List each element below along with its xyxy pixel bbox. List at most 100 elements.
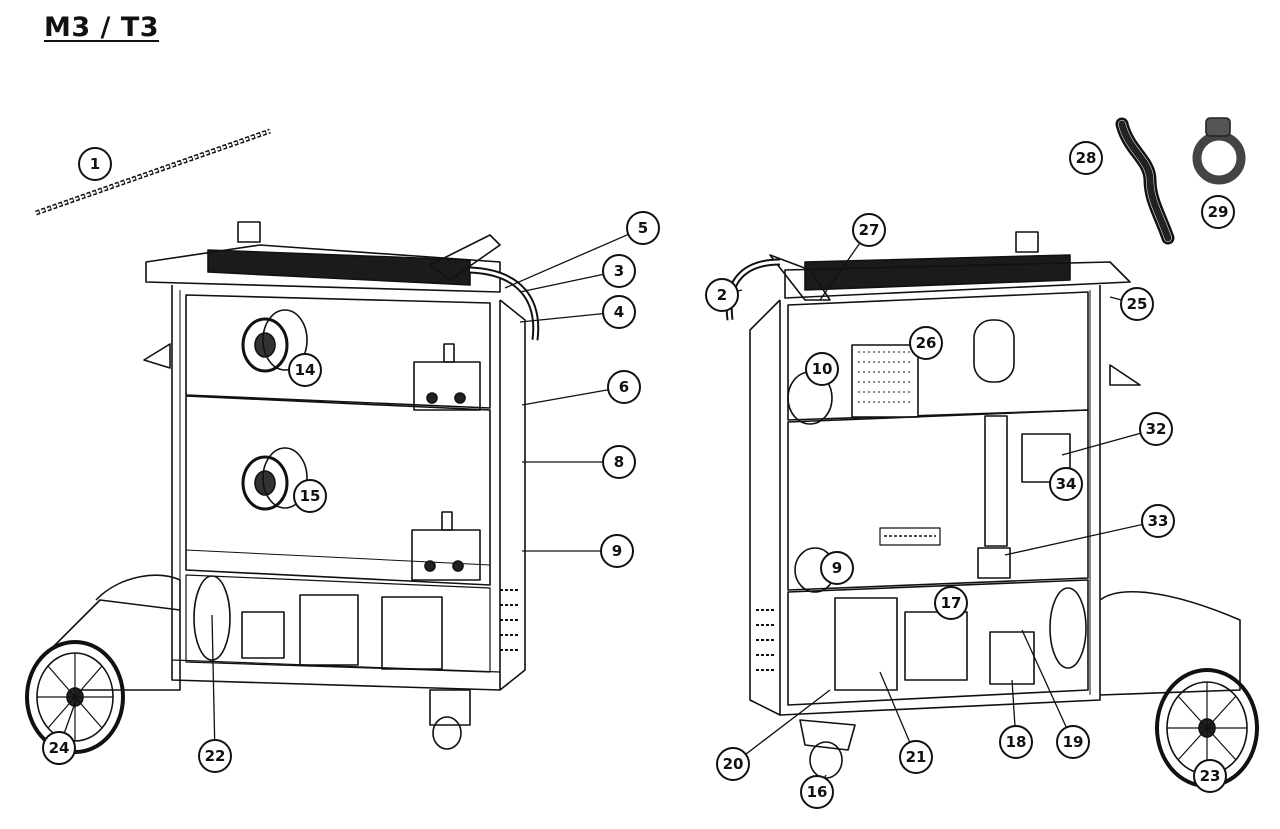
- callout-14: 14: [288, 353, 322, 387]
- callout-circle: [607, 370, 641, 404]
- callout-label: 19: [1063, 733, 1084, 751]
- callout-circle: [800, 775, 834, 809]
- callout-4: 4: [602, 295, 636, 329]
- callout-label: 4: [614, 303, 624, 321]
- callout-circle: [1201, 195, 1235, 229]
- callout-circle: [1141, 504, 1175, 538]
- callout-circle: [78, 147, 112, 181]
- callout-circle: [198, 739, 232, 773]
- callout-label: 9: [612, 542, 622, 560]
- callout-circle: [899, 740, 933, 774]
- callout-circle: [1139, 412, 1173, 446]
- callout-circle: [602, 445, 636, 479]
- callout-20: 20: [716, 747, 750, 781]
- callout-circle: [1120, 287, 1154, 321]
- callout-circle: [1056, 725, 1090, 759]
- callout-9: 9: [600, 534, 634, 568]
- callout-17: 17: [934, 586, 968, 620]
- callout-29: 29: [1201, 195, 1235, 229]
- callout-label: 8: [614, 453, 624, 471]
- callout-label: 28: [1076, 149, 1097, 167]
- chain-part: [35, 128, 271, 216]
- callout-1: 1: [78, 147, 112, 181]
- callout-label: 34: [1056, 475, 1077, 493]
- callout-27: 27: [852, 213, 886, 247]
- leader-line-5: [504, 227, 644, 289]
- callout-label: 26: [916, 334, 937, 352]
- callout-33: 33: [1141, 504, 1175, 538]
- callout-8: 8: [602, 445, 636, 479]
- callout-22: 22: [198, 739, 232, 773]
- callout-label: 22: [205, 747, 226, 765]
- callout-19: 19: [1056, 725, 1090, 759]
- callout-label: 1: [90, 155, 100, 173]
- callout-16: 16: [800, 775, 834, 809]
- callout-circle: [1049, 467, 1083, 501]
- callout-circle: [934, 586, 968, 620]
- callout-label: 21: [906, 748, 927, 766]
- callout-5: 5: [626, 211, 660, 245]
- callout-34: 34: [1049, 467, 1083, 501]
- callout-32: 32: [1139, 412, 1173, 446]
- callout-label: 6: [619, 378, 629, 396]
- callout-circle: [999, 725, 1033, 759]
- callout-circle: [820, 551, 854, 585]
- callout-label: 16: [807, 783, 828, 801]
- callout-26: 26: [909, 326, 943, 360]
- callout-label: 27: [859, 221, 880, 239]
- callout-circle: [805, 352, 839, 386]
- clamp-ring-part: [1192, 117, 1246, 185]
- leader-line-19: [1021, 629, 1074, 743]
- callout-circle: [293, 479, 327, 513]
- left-machine-view: [25, 221, 540, 754]
- callout-circle: [1193, 759, 1227, 793]
- callout-2: 2: [705, 278, 739, 312]
- callout-21: 21: [899, 740, 933, 774]
- right-machine-view: [725, 231, 1259, 788]
- callout-circle: [705, 278, 739, 312]
- callout-label: 25: [1127, 295, 1148, 313]
- callout-6: 6: [607, 370, 641, 404]
- callout-label: 2: [717, 286, 727, 304]
- page-title: M3 / T3: [44, 12, 160, 43]
- leader-line-6: [521, 386, 625, 406]
- callout-circle: [288, 353, 322, 387]
- callout-label: 3: [614, 262, 624, 280]
- callout-circle: [626, 211, 660, 245]
- callout-label: 10: [812, 360, 833, 378]
- callout-label: 32: [1146, 420, 1167, 438]
- callout-label: 17: [941, 594, 962, 612]
- callout-label: 33: [1148, 512, 1169, 530]
- callout-label: 14: [295, 361, 316, 379]
- callout-circle: [1069, 141, 1103, 175]
- callout-label: 5: [638, 219, 648, 237]
- callout-18: 18: [999, 725, 1033, 759]
- callout-label: 24: [49, 739, 70, 757]
- callout-label: 9: [832, 559, 842, 577]
- callout-label: 29: [1208, 203, 1229, 221]
- callout-circle: [600, 534, 634, 568]
- callout-23: 23: [1193, 759, 1227, 793]
- callout-25: 25: [1120, 287, 1154, 321]
- callout-label: 20: [723, 755, 744, 773]
- callout-15: 15: [293, 479, 327, 513]
- callout-circle: [909, 326, 943, 360]
- callout-9: 9: [820, 551, 854, 585]
- callout-circle: [716, 747, 750, 781]
- callout-circle: [602, 254, 636, 288]
- callout-label: 23: [1200, 767, 1221, 785]
- callout-28: 28: [1069, 141, 1103, 175]
- callout-label: 15: [300, 487, 321, 505]
- leader-line-20: [732, 689, 831, 765]
- callout-3: 3: [602, 254, 636, 288]
- leader-line-33: [1004, 520, 1159, 556]
- callout-label: 18: [1006, 733, 1027, 751]
- callout-circle: [602, 295, 636, 329]
- callout-circle: [42, 731, 76, 765]
- callout-24: 24: [42, 731, 76, 765]
- leader-line-22: [211, 614, 216, 757]
- callout-circle: [852, 213, 886, 247]
